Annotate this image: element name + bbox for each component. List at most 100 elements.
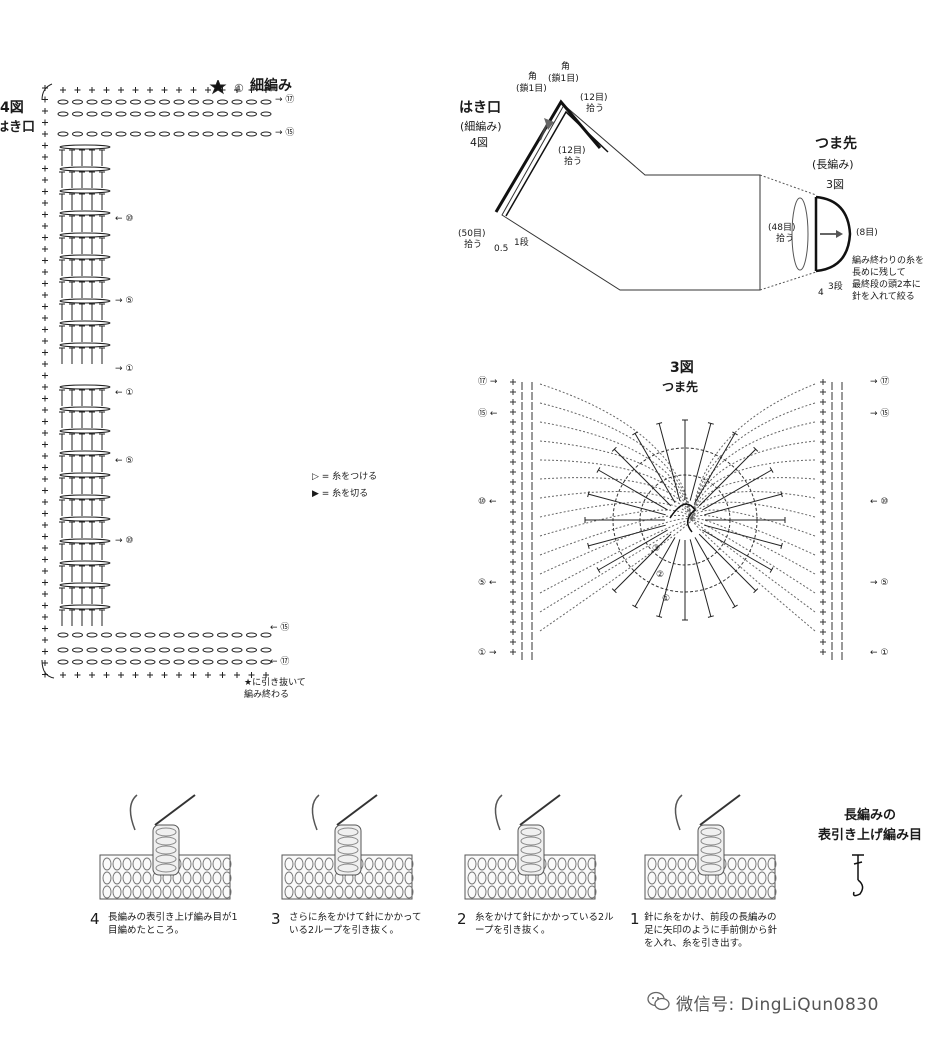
dc-stitch (89, 149, 95, 166)
dc-stitch (69, 149, 75, 166)
sc-stitch (74, 672, 81, 678)
dashed-arc (539, 518, 693, 575)
dc-stitch (521, 482, 533, 490)
sc-stitch (42, 625, 48, 632)
dc-stitch (521, 382, 533, 390)
dc-stitch (79, 237, 85, 254)
stitch-top (596, 567, 601, 573)
dc-stitch (99, 325, 105, 342)
sc-stitch (820, 489, 826, 495)
sc-stitch (42, 223, 48, 229)
chain-stitch (159, 659, 170, 665)
dc-stitch (831, 472, 843, 480)
dc-stitch (59, 347, 65, 364)
sc-stitch (42, 108, 48, 114)
sc-stitch (510, 479, 516, 485)
sc-stitch (820, 579, 826, 585)
dc-stitch (89, 281, 95, 298)
chain-stitch (144, 659, 156, 665)
sc-stitch (42, 165, 48, 172)
sc-stitch (263, 672, 269, 678)
dc-stitch (59, 325, 65, 342)
chain-stitch (130, 111, 141, 117)
chain-stitch (72, 659, 83, 665)
sc-stitch (103, 87, 110, 93)
sc-stitch (510, 419, 516, 425)
chain-row (59, 342, 111, 348)
symbol-title-2: 表引き上げ編み目 (817, 828, 922, 843)
pick12a-sub: 拾う (586, 104, 605, 114)
chain-stitch (260, 99, 272, 105)
dc-stitch (521, 442, 533, 450)
step2-text: 糸をかけて針にかかっている2ループを引き抜く。 (475, 912, 614, 936)
dc-stitch (69, 455, 75, 472)
pick50-sub: 拾う (464, 240, 483, 250)
dc-stitch (69, 389, 75, 406)
sc-stitch (820, 549, 826, 555)
dc-stitch (99, 455, 105, 472)
sc-stitch (510, 499, 516, 505)
chain-stitch (130, 632, 141, 638)
sc-stitch (176, 87, 182, 93)
dashed-arc (691, 402, 816, 521)
dc-stitch (69, 325, 75, 342)
dc-stitch (521, 642, 533, 650)
sc-stitch (42, 568, 48, 574)
sc-stitch (820, 449, 826, 455)
finish-note-3: 最終段の頭2本に (852, 280, 921, 290)
sc-stitch (42, 591, 48, 597)
sc-stitch (132, 87, 139, 93)
fig4-chart (41, 80, 272, 679)
chain-row (59, 210, 111, 216)
dc-stitch (831, 542, 843, 550)
radial-stitch (658, 423, 681, 501)
chain-row (59, 450, 111, 456)
sc-stitch (510, 569, 516, 575)
dc-stitch (521, 532, 533, 540)
sc-stitch (42, 407, 48, 413)
dc-stitch (831, 532, 843, 540)
fig3-chart (510, 379, 843, 660)
chain-stitch (217, 99, 228, 105)
sc-stitch (820, 419, 826, 425)
dc-stitch (69, 587, 75, 604)
chain-stitch (173, 632, 185, 638)
fig3-round-2: ② (656, 570, 665, 580)
sc-stitch (42, 487, 48, 494)
sc-stitch (510, 459, 516, 465)
fig4-row-17-bottom: ← ⑰ (270, 657, 290, 667)
dc-stitch (99, 193, 105, 210)
chain-stitch (202, 131, 214, 137)
fig3-right-row-10: ← ⑩ (870, 497, 889, 507)
chain-stitch (260, 632, 272, 638)
chain-stitch (188, 111, 199, 117)
chain-row (59, 604, 111, 610)
dc-stitch (89, 389, 95, 406)
corner1-label: 角 (528, 72, 538, 82)
symbol-title-1: 長編みの (843, 808, 896, 823)
sc-stitch (161, 672, 168, 678)
dc-stitch (79, 325, 85, 342)
dc-stitch (69, 303, 75, 320)
radial-stitch (704, 524, 782, 547)
sc-stitch (820, 529, 826, 535)
sc-stitch (42, 648, 48, 655)
chain-stitch (72, 632, 83, 638)
chain-stitch (159, 647, 170, 653)
chain-row (59, 428, 111, 434)
chain-stitch (86, 131, 98, 137)
dc-stitch (89, 303, 95, 320)
dc-stitch (69, 521, 75, 538)
radial-stitch (704, 493, 782, 516)
radial-stitch (613, 448, 672, 507)
fig4-row-5-top: → ⑤ (115, 296, 134, 306)
step-illustrations (99, 794, 777, 900)
dc-stitch (99, 411, 105, 428)
dc-stitch (69, 499, 75, 516)
sc-stitch (820, 619, 826, 625)
dc-stitch (831, 572, 843, 580)
dashed-arc (691, 519, 816, 594)
sc-stitch (510, 579, 516, 585)
dc-stitch (69, 193, 75, 210)
chain-stitch (217, 111, 228, 117)
